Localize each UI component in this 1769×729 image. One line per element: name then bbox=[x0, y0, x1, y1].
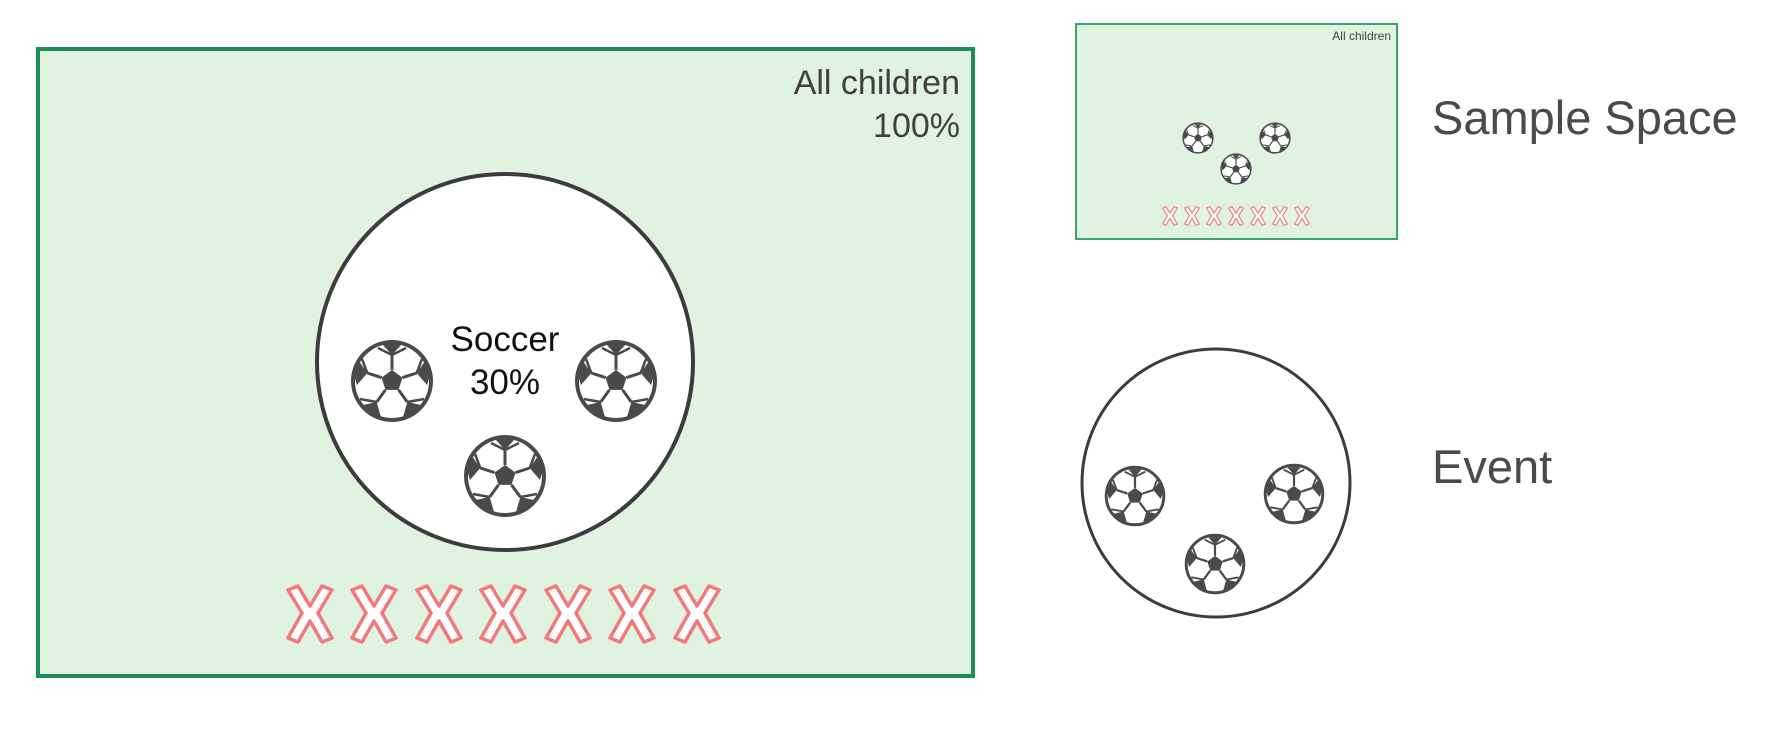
soccer-ball-icon bbox=[351, 340, 433, 422]
soccer-ball-icon bbox=[1104, 465, 1166, 527]
event-label: Soccer bbox=[451, 320, 560, 359]
event-circle: Soccer 30% bbox=[315, 172, 695, 552]
main-sample-space: All children 100% Soccer 30% bbox=[36, 47, 975, 678]
event-percent: 30% bbox=[470, 363, 540, 402]
soccer-ball-icon bbox=[1263, 463, 1325, 525]
thumbnail-sample-space: All children bbox=[1075, 23, 1398, 240]
soccer-ball-icon bbox=[575, 340, 657, 422]
thumbnail-space-label: All children bbox=[1332, 29, 1391, 43]
soccer-ball-icon bbox=[1220, 153, 1252, 185]
space-label: All children bbox=[794, 64, 960, 102]
event-example bbox=[1080, 347, 1352, 619]
event-example-circle bbox=[1080, 347, 1352, 619]
event-legend-label: Event bbox=[1432, 440, 1552, 493]
soccer-ball-icon bbox=[1184, 533, 1246, 595]
soccer-ball-icon bbox=[1259, 122, 1291, 154]
soccer-ball-icon bbox=[464, 435, 546, 517]
soccer-ball-icon bbox=[1182, 122, 1214, 154]
space-percent: 100% bbox=[873, 107, 960, 145]
thumbnail-rect bbox=[1075, 23, 1398, 240]
sample-space-label: Sample Space bbox=[1432, 91, 1738, 144]
